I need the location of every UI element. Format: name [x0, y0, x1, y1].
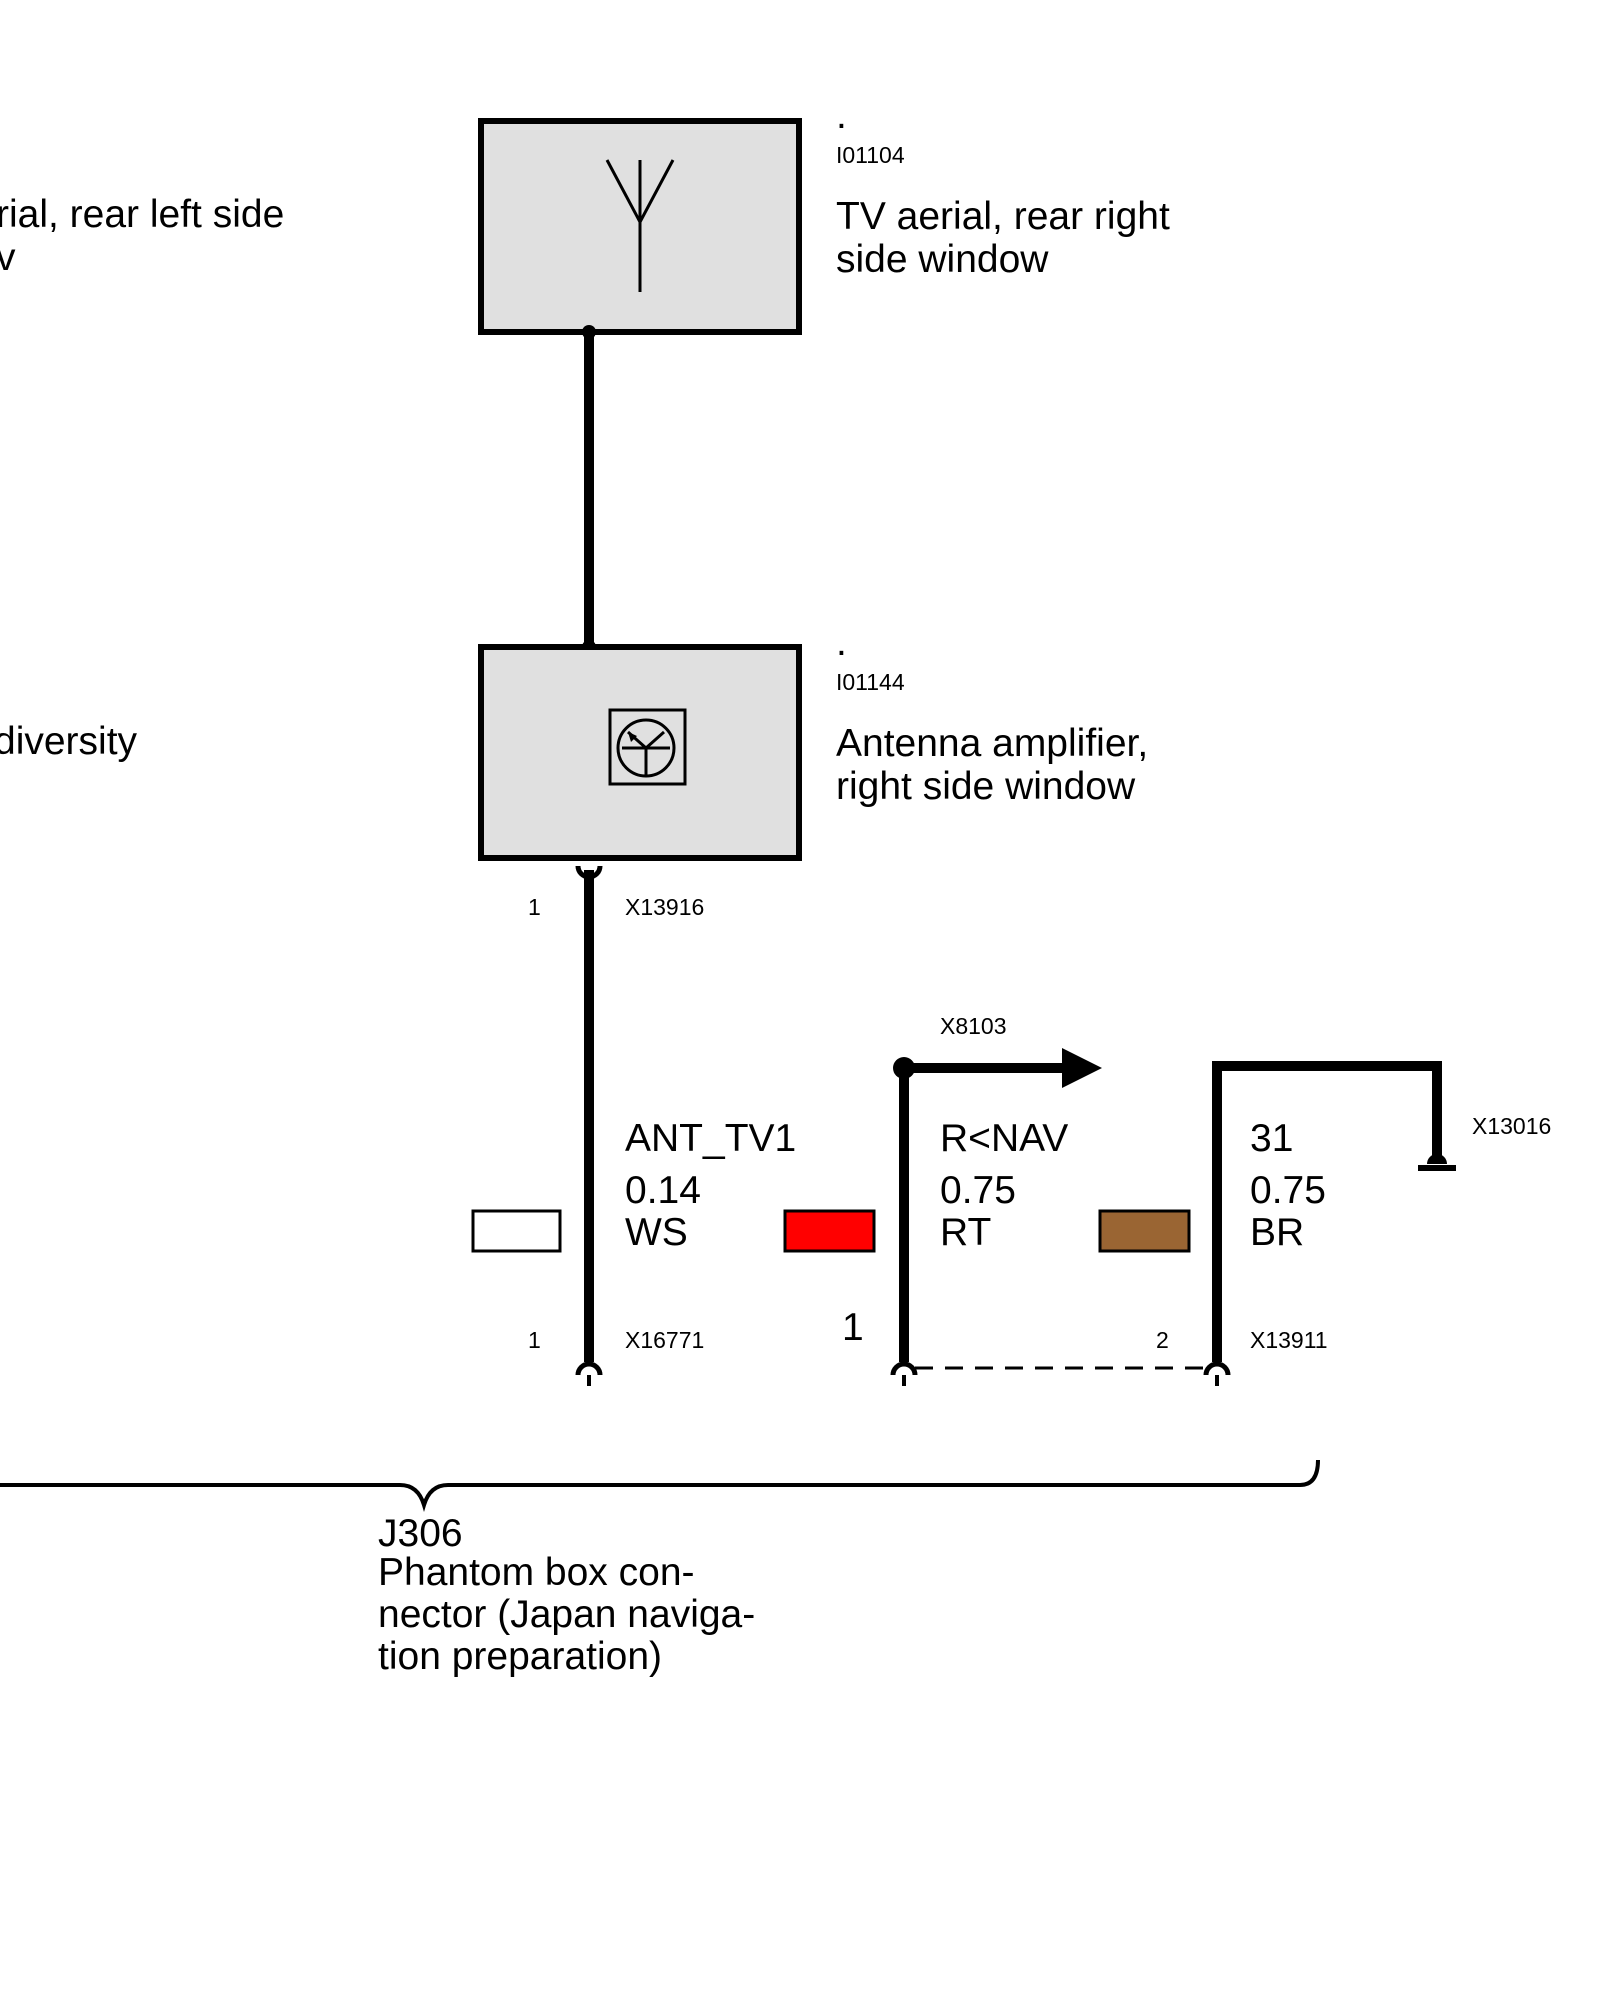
antenna-amplifier-box[interactable] — [478, 644, 802, 861]
phantom-box-id: J306 — [378, 1512, 463, 1555]
connector-x13916-pin: 1 — [528, 894, 541, 920]
transistor-icon — [608, 708, 687, 786]
wire-r-nav-signal: R<NAV — [940, 1117, 1068, 1160]
x8103-junction — [893, 1057, 915, 1079]
aerial-wire-junction-top — [582, 325, 596, 339]
connector-x13911-pin2-symbol[interactable] — [1203, 1361, 1231, 1376]
tv-aerial-id: I01104 — [836, 142, 905, 168]
wire-r-nav-color-swatch — [783, 1209, 876, 1253]
wire-31-color-code: BR — [1250, 1211, 1304, 1254]
amplifier-label-line1: Antenna amplifier, — [836, 722, 1148, 765]
tv-aerial-left-label-line1: rial, rear left side — [0, 193, 284, 236]
antenna-icon — [605, 159, 675, 292]
wire-31-signal: 31 — [1250, 1117, 1293, 1160]
phantom-box-label-line2: nector (Japan naviga- — [378, 1593, 755, 1636]
tv-aerial-component[interactable] — [478, 118, 802, 335]
wire-r-nav-size: 0.75 — [940, 1169, 1016, 1212]
phantom-box-label-line1: Phantom box con- — [378, 1551, 695, 1594]
tv-aerial-dot: . — [836, 94, 847, 137]
diversity-label: diversity — [0, 720, 138, 763]
connector-x13911-id: X13911 — [1250, 1327, 1328, 1353]
tv-aerial-label-line1: TV aerial, rear right — [836, 195, 1170, 238]
connector-x16771-pin: 1 — [528, 1327, 541, 1353]
connector-x16771-id: X16771 — [625, 1327, 704, 1353]
tv-aerial-left-label-line2: v — [0, 236, 16, 279]
connector-x13016-id: X13016 — [1472, 1113, 1551, 1139]
connector-x13916-id: X13916 — [625, 894, 704, 920]
wire-31-size: 0.75 — [1250, 1169, 1326, 1212]
connector-x8103-id: X8103 — [940, 1013, 1007, 1039]
antenna-amplifier-component[interactable] — [478, 644, 802, 861]
wire-ant-tv1-signal: ANT_TV1 — [625, 1117, 796, 1160]
ground-icon[interactable] — [1418, 1154, 1456, 1171]
wire-31-color-swatch — [1098, 1209, 1191, 1253]
x8103-arrow-icon[interactable] — [1062, 1048, 1102, 1088]
wire-r-nav-color-code: RT — [940, 1211, 991, 1254]
amplifier-label-line2: right side window — [836, 765, 1136, 808]
connector-x16771-symbol[interactable] — [575, 1361, 603, 1376]
connector-x13911-pin1-symbol[interactable] — [890, 1361, 918, 1376]
wire-ant-tv1-size: 0.14 — [625, 1169, 701, 1212]
connector-x13911-pin-left: 1 — [842, 1306, 864, 1349]
amplifier-dot: . — [836, 621, 847, 664]
amplifier-id: I01144 — [836, 669, 905, 695]
connector-x13911-pin-right: 2 — [1156, 1327, 1169, 1353]
wire-ant-tv1-color-code: WS — [625, 1211, 688, 1254]
phantom-box-brace — [0, 1459, 1320, 1512]
tv-aerial-label-line2: side window — [836, 238, 1049, 281]
phantom-box-label-line3: tion preparation) — [378, 1635, 662, 1678]
wire-ant-tv1-color-swatch — [471, 1209, 562, 1253]
